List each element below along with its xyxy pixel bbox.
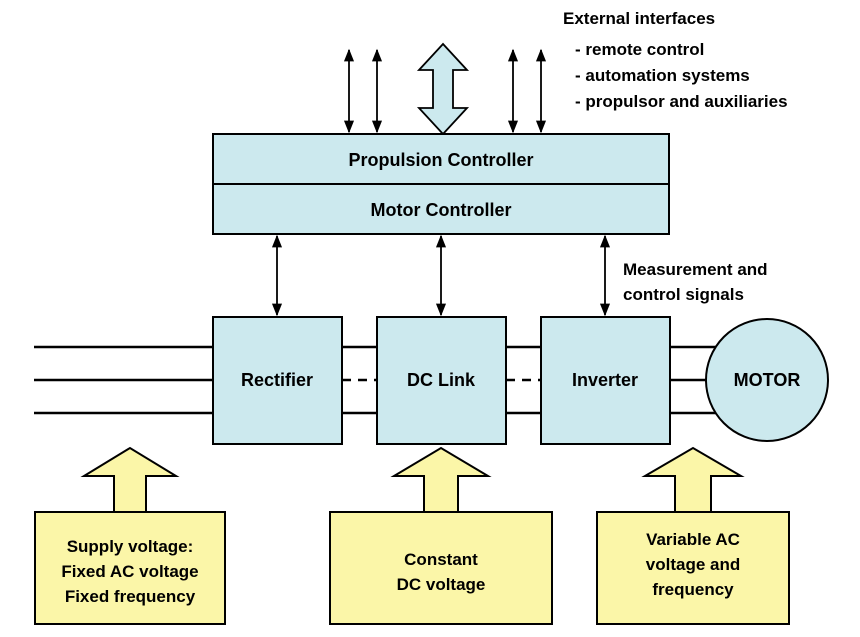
rectifier-label: Rectifier	[241, 370, 313, 390]
propulsion-controller-block	[212, 133, 670, 185]
output-note-line3: frequency	[652, 580, 734, 599]
rectifier-block	[212, 316, 343, 445]
motor-circle	[705, 318, 829, 442]
external-interfaces-title: External interfaces	[563, 9, 715, 28]
external-signal-arrows	[343, 48, 547, 134]
external-bus-arrow	[416, 42, 470, 136]
supply-note-box	[34, 511, 226, 625]
motor-controller-label: Motor Controller	[371, 200, 512, 220]
dc-note-line2: DC voltage	[397, 575, 486, 594]
output-note-line2: voltage and	[646, 555, 740, 574]
measurement-label-line1: Measurement and	[623, 260, 768, 279]
dc-link-label: DC Link	[407, 370, 476, 390]
dc-note-box	[329, 511, 553, 625]
output-note-box	[596, 511, 790, 625]
supply-note-line3: Fixed frequency	[65, 587, 196, 606]
measurement-label-line2: control signals	[623, 285, 744, 304]
external-item-propulsor: - propulsor and auxiliaries	[575, 92, 788, 111]
propulsion-controller-label: Propulsion Controller	[348, 150, 533, 170]
motor-label: MOTOR	[734, 370, 801, 390]
supply-arrow	[80, 446, 180, 513]
dc-arrow	[390, 446, 492, 513]
external-item-automation: - automation systems	[575, 66, 750, 85]
inverter-label: Inverter	[572, 370, 638, 390]
output-arrow	[641, 446, 745, 513]
output-note-line1: Variable AC	[646, 530, 740, 549]
external-item-remote: - remote control	[575, 40, 704, 59]
motor-controller-block	[212, 183, 670, 235]
dc-link-block	[376, 316, 507, 445]
control-signal-arrows	[271, 234, 611, 317]
supply-note-line2: Fixed AC voltage	[61, 562, 198, 581]
inverter-block	[540, 316, 671, 445]
power-wires	[34, 345, 716, 415]
supply-note-line1: Supply voltage:	[67, 537, 194, 556]
dc-note-line1: Constant	[404, 550, 478, 569]
